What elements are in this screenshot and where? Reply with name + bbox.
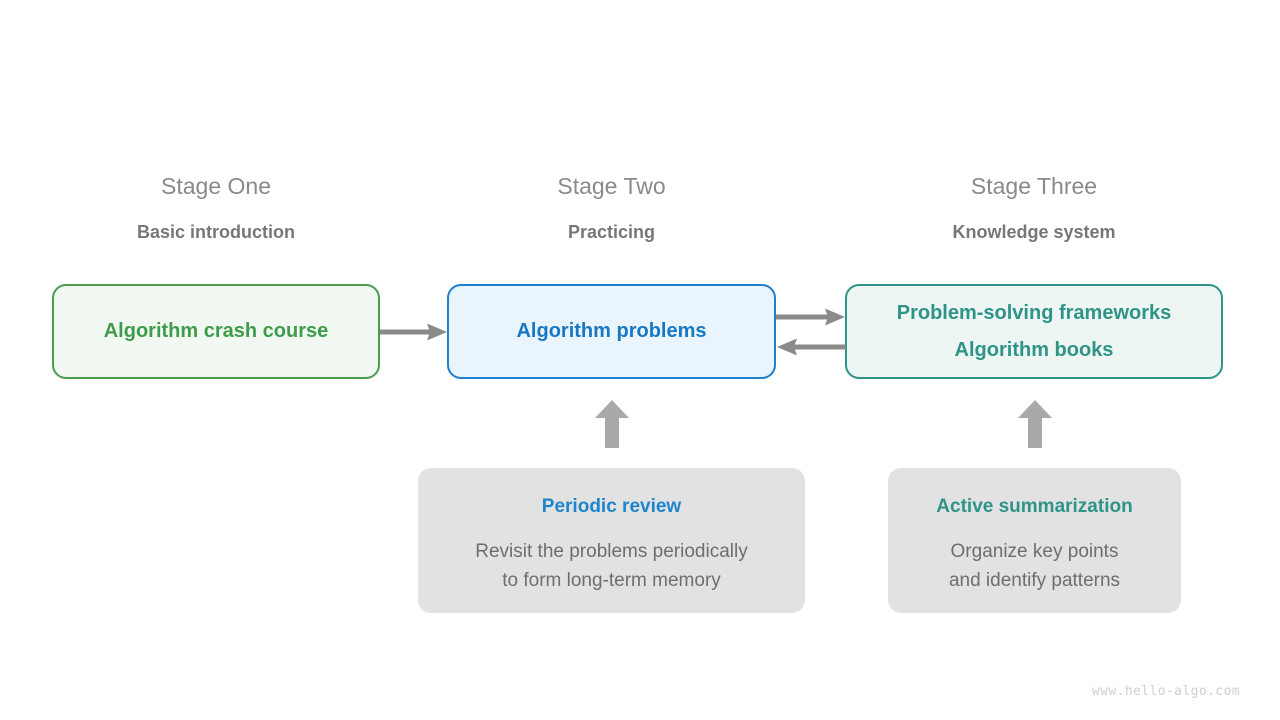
stage-one-box[interactable]: Algorithm crash course <box>52 284 380 379</box>
stage-heading-two: Stage Two Practicing <box>447 172 776 244</box>
stage-two-subtitle: Practicing <box>567 222 656 242</box>
arrow-active-summarization-to-stage-three <box>1018 400 1052 448</box>
stage-two-box-label: Algorithm problems <box>516 320 707 342</box>
stage-two-title: Stage Two <box>557 173 666 199</box>
stage-one-title: Stage One <box>161 173 271 199</box>
watermark: www.hello-algo.com <box>1091 684 1240 699</box>
stage-heading-three: Stage Three Knowledge system <box>845 172 1223 244</box>
arrow-stage-one-to-stage-two <box>380 323 447 341</box>
stage-one-box-label: Algorithm crash course <box>103 320 329 342</box>
stage-three-title: Stage Three <box>970 173 1098 199</box>
stage-one-subtitle: Basic introduction <box>136 222 295 242</box>
arrow-stage-two-to-stage-three <box>776 308 845 326</box>
note-card-periodic-review-body: Revisit the problems periodically to for… <box>475 541 748 591</box>
note-card-periodic-review[interactable]: Periodic review Revisit the problems per… <box>418 468 805 613</box>
stage-heading-one: Stage One Basic introduction <box>52 172 380 244</box>
note-card-active-summarization[interactable]: Active summarization Organize key points… <box>888 468 1181 613</box>
note-card-periodic-review-title: Periodic review <box>541 496 682 517</box>
note-card-active-summarization-body: Organize key points and identify pattern… <box>948 541 1121 591</box>
note-card-active-summarization-title: Active summarization <box>936 496 1133 517</box>
arrow-periodic-review-to-stage-two <box>595 400 629 448</box>
arrow-stage-three-to-stage-two <box>777 338 846 356</box>
stage-three-box[interactable]: Problem-solving frameworks Algorithm boo… <box>845 284 1223 379</box>
stage-two-box[interactable]: Algorithm problems <box>447 284 776 379</box>
stage-three-subtitle: Knowledge system <box>952 222 1116 242</box>
stage-three-box-label-1: Problem-solving frameworks <box>896 301 1172 324</box>
stage-three-box-label-2: Algorithm books <box>954 338 1114 361</box>
